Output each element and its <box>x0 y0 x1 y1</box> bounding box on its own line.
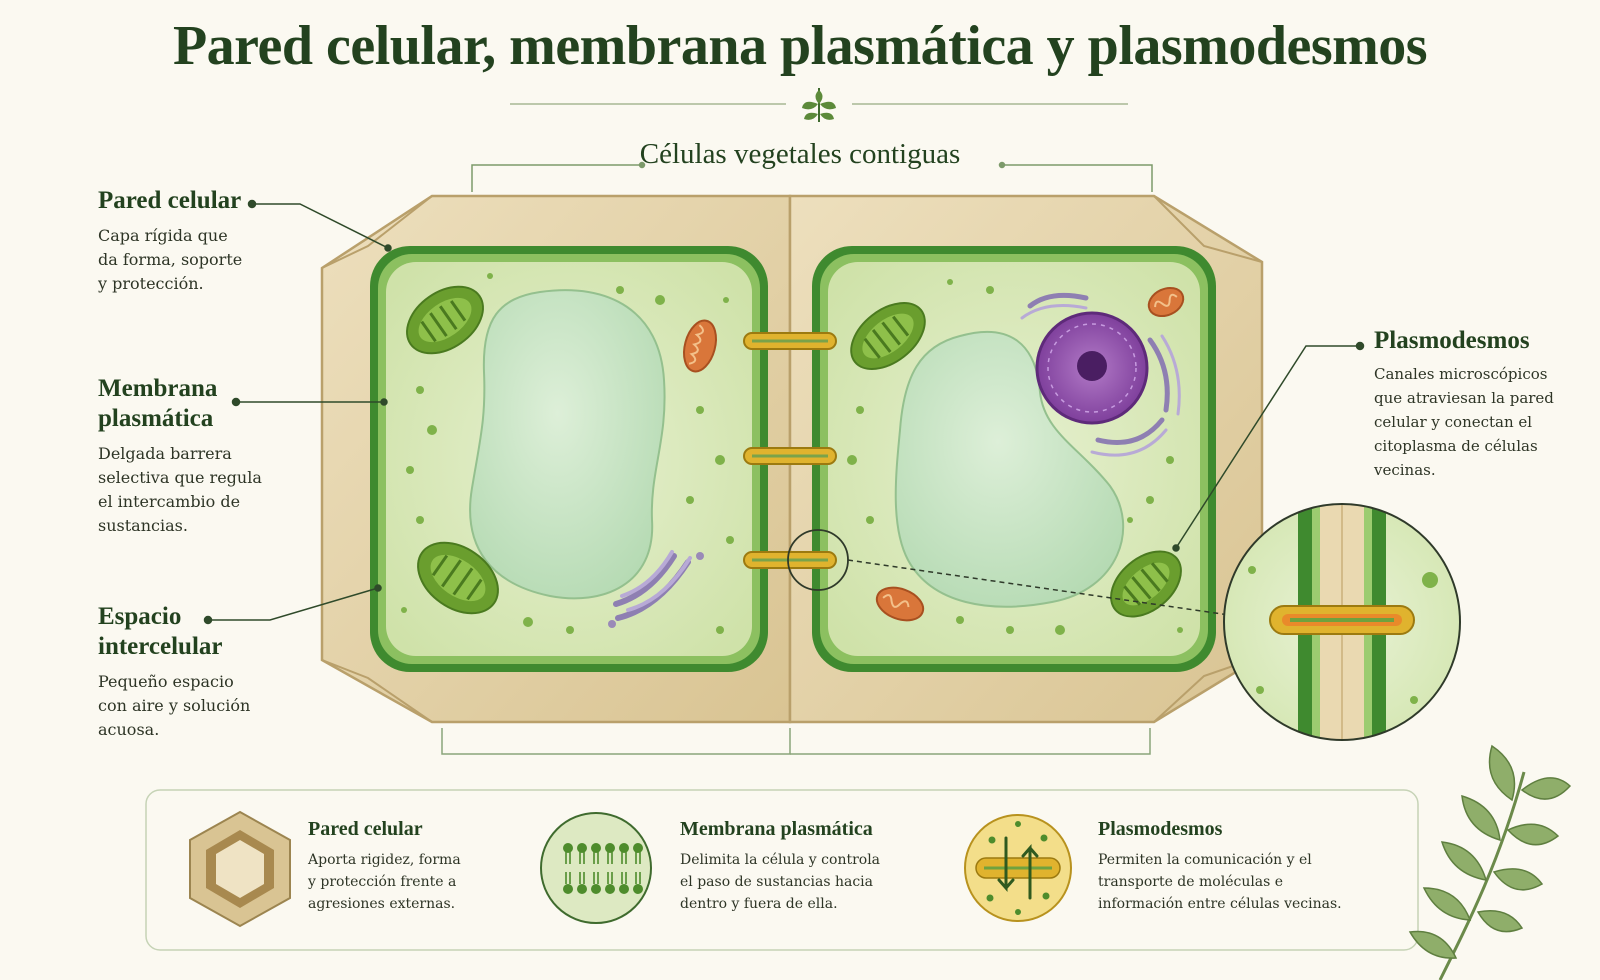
mitochondria-icon <box>683 319 717 373</box>
title-ornament <box>510 88 1128 122</box>
subtitle-bracket <box>471 161 1153 192</box>
leader-plasmodesmos <box>1175 345 1360 549</box>
card-title: Membrana plasmática <box>680 818 873 840</box>
label-membrana-title: Membrana plasmática <box>98 374 328 434</box>
desc-line: con aire y solución <box>98 696 251 715</box>
title-line: Membrana <box>98 375 218 402</box>
chloroplast-icon <box>406 285 484 355</box>
desc-line: da forma, soporte <box>98 250 243 269</box>
page-title: Pared celular, membrana plasmática y pla… <box>172 15 1428 77</box>
mitochondria-icon <box>875 586 925 622</box>
plasmodesma-zoom-inset <box>1223 503 1461 741</box>
right-vacuole <box>894 330 1125 608</box>
plasmodesmata-channels <box>743 332 837 569</box>
label-espacio-intercelular: Espacio intercelular Pequeño espacio con… <box>98 602 328 742</box>
desc-line: citoplasma de células <box>1374 437 1538 455</box>
lipid-bilayer-icon <box>540 812 652 924</box>
desc-line: Aporta rigidez, forma <box>308 852 461 868</box>
desc-line: acuosa. <box>98 720 160 739</box>
desc-line: agresiones externas. <box>308 896 456 912</box>
label-pared-celular: Pared celular Capa rígida que da forma, … <box>98 186 328 296</box>
desc-line: transporte de moléculas e <box>1098 874 1284 890</box>
desc-line: sustancias. <box>98 516 188 535</box>
summary-panel <box>145 789 1419 951</box>
card-desc: Permiten la comunicación y el transporte… <box>1098 849 1398 915</box>
left-vacuole <box>469 289 666 600</box>
desc-line: Canales microscópicos <box>1374 365 1548 383</box>
golgi-apparatus-icon <box>608 550 704 628</box>
desc-line: Pequeño espacio <box>98 672 234 691</box>
card-desc: Aporta rigidez, forma y protección frent… <box>308 849 528 915</box>
card-desc: Delimita la célula y controla el paso de… <box>680 849 940 915</box>
label-membrana-plasmatica: Membrana plasmática Delgada barrera sele… <box>98 374 328 538</box>
bottom-bracket <box>441 728 1151 755</box>
label-pared-desc: Capa rígida que da forma, soporte y prot… <box>98 224 328 296</box>
title-line: Espacio <box>98 603 182 630</box>
nucleus-icon <box>1035 311 1149 425</box>
card-title: Pared celular <box>308 818 423 840</box>
desc-line: selectiva que regula <box>98 468 262 487</box>
plasmodesma-channel <box>743 551 837 569</box>
leader-espacio <box>208 587 379 621</box>
desc-line: dentro y fuera de ella. <box>680 896 838 912</box>
diagram-subtitle: Células vegetales contiguas <box>639 138 961 170</box>
desc-line: Delgada barrera <box>98 444 232 463</box>
zoom-connector <box>847 559 1237 617</box>
leader-pared <box>252 203 389 249</box>
leader-lines <box>203 199 1365 625</box>
label-plasmodesmos: Plasmodesmos Canales microscópicos que a… <box>1374 326 1594 482</box>
mitochondria-icon <box>1147 286 1185 318</box>
plasmodesma-channel <box>743 447 837 465</box>
label-espacio-title: Espacio intercelular <box>98 602 328 662</box>
label-pared-title: Pared celular <box>98 187 242 214</box>
desc-line: vecinas. <box>1374 461 1436 479</box>
desc-line: celular y conectan el <box>1374 413 1533 431</box>
label-espacio-desc: Pequeño espacio con aire y solución acuo… <box>98 670 328 742</box>
plasmodesma-channel-icon <box>964 814 1072 922</box>
card-membrana-plasmatica: Membrana plasmática Delimita la célula y… <box>680 818 940 915</box>
label-membrana-desc: Delgada barrera selectiva que regula el … <box>98 442 328 538</box>
desc-line: y protección. <box>98 274 204 293</box>
chloroplast-icon <box>417 541 499 615</box>
label-plasmodesmos-desc: Canales microscópicos que atraviesan la … <box>1374 362 1594 482</box>
desc-line: que atraviesan la pared <box>1374 389 1554 407</box>
cytoplasm-granules <box>847 279 1183 635</box>
desc-line: el paso de sustancias hacia <box>680 874 873 890</box>
cell-wall-icon <box>189 810 291 928</box>
endoplasmic-reticulum-icon <box>1020 292 1181 457</box>
leaf-branch-decoration <box>1408 744 1572 980</box>
desc-line: y protección frente a <box>308 874 457 890</box>
desc-line: el intercambio de <box>98 492 241 511</box>
label-plasmodesmos-title: Plasmodesmos <box>1374 327 1530 354</box>
desc-line: Capa rígida que <box>98 226 228 245</box>
desc-line: Permiten la comunicación y el <box>1098 852 1312 868</box>
title-line: plasmática <box>98 405 214 432</box>
plasmodesma-channel <box>743 332 837 350</box>
desc-line: información entre células vecinas. <box>1098 896 1342 912</box>
title-line: intercelular <box>98 633 223 660</box>
chloroplast-icon <box>850 302 926 370</box>
cytoplasm-granules <box>401 273 734 634</box>
card-plasmodesmos: Plasmodesmos Permiten la comunicación y … <box>1098 818 1398 915</box>
desc-line: Delimita la célula y controla <box>680 852 881 868</box>
leaf-ornament-icon <box>802 88 836 122</box>
right-plant-cell <box>788 194 1264 724</box>
card-title: Plasmodesmos <box>1098 818 1223 840</box>
card-pared-celular: Pared celular Aporta rigidez, forma y pr… <box>308 818 528 915</box>
left-plant-cell <box>320 194 792 724</box>
